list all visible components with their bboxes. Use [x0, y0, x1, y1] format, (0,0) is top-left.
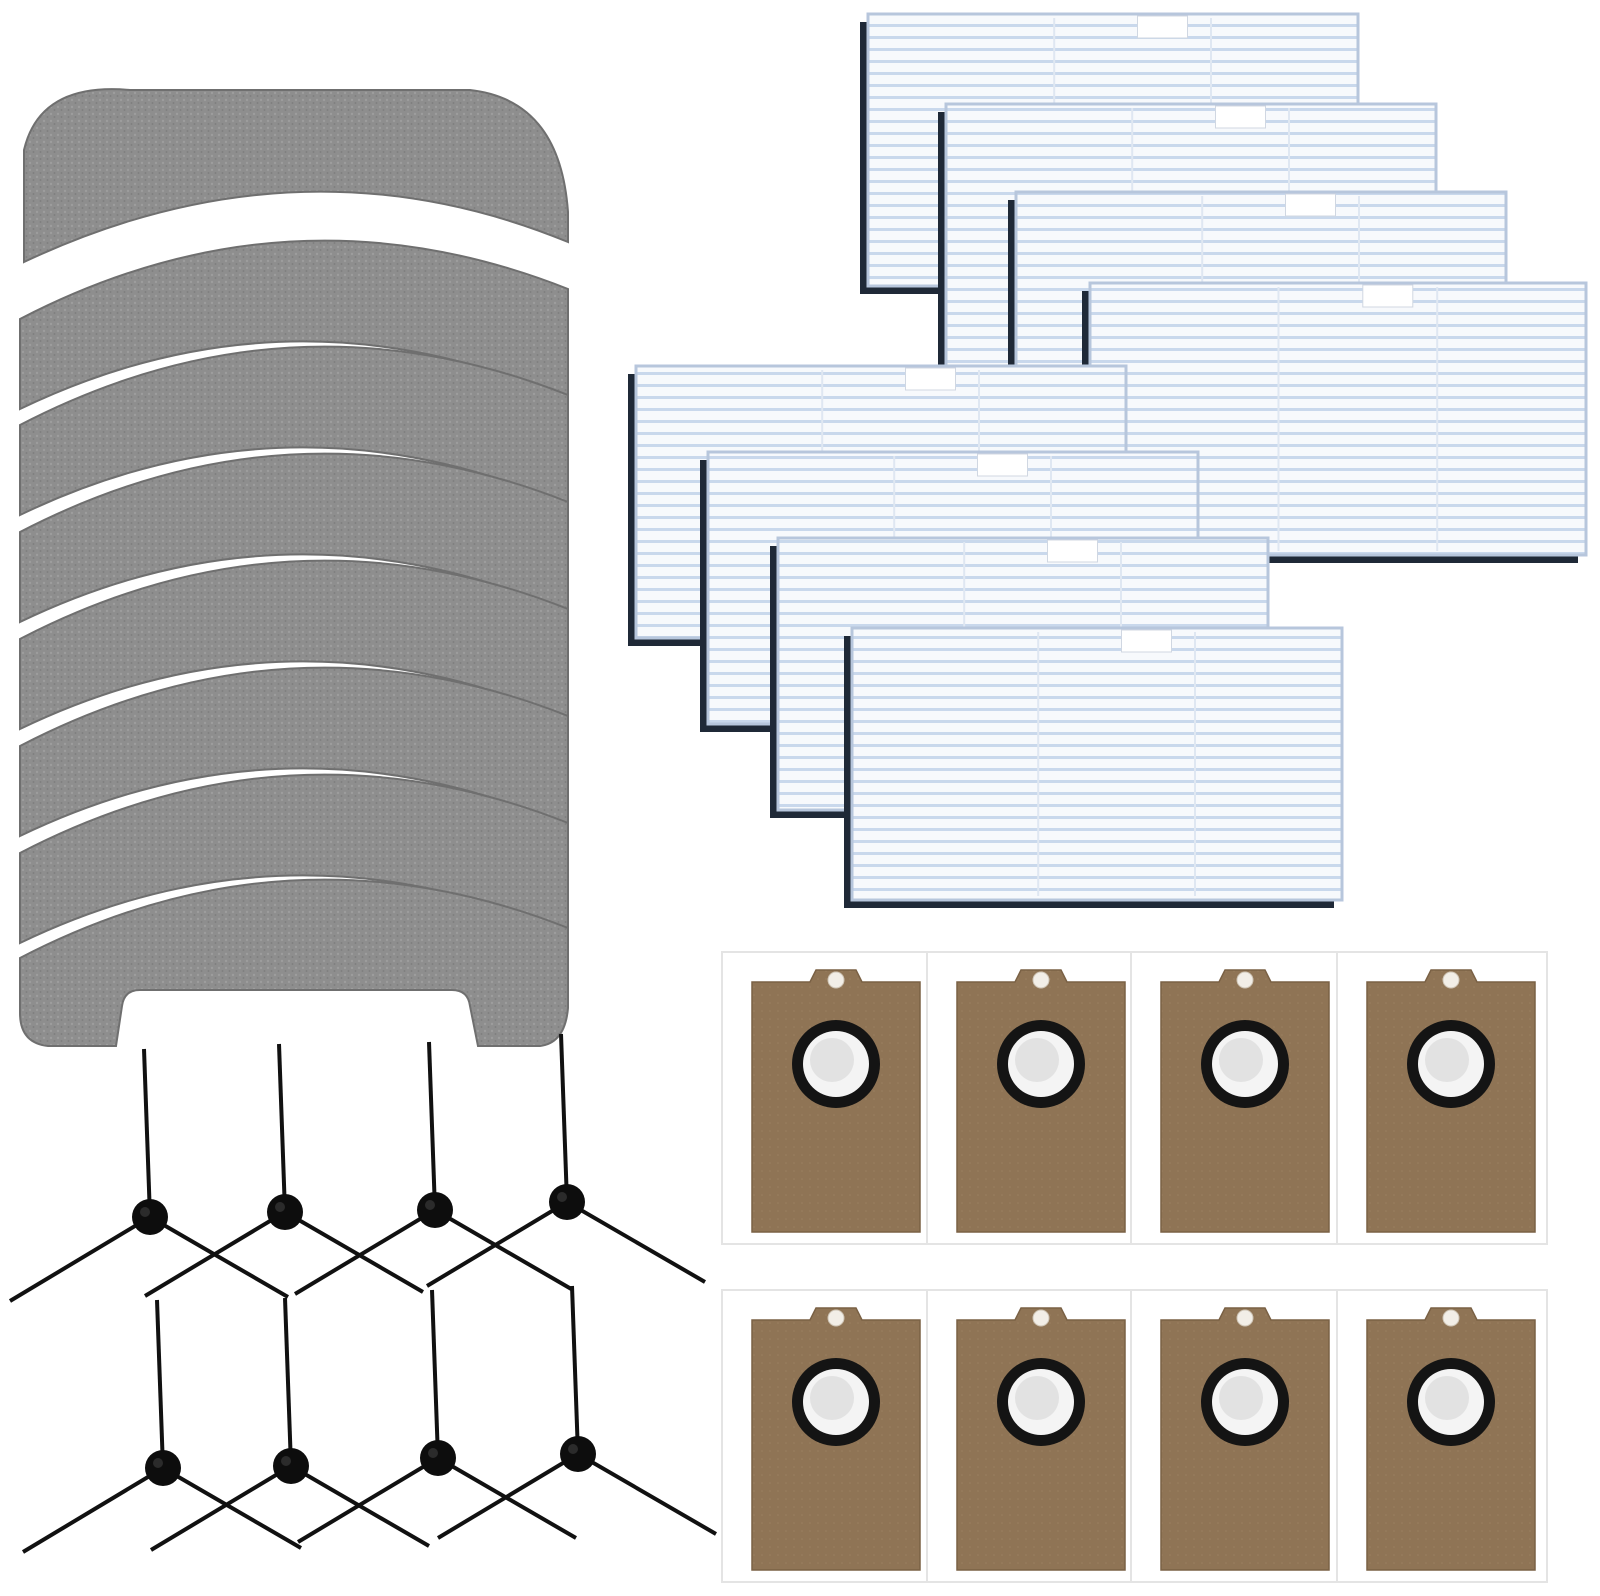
dust-bag: [1336, 951, 1548, 1245]
dust-bags-grid: [721, 951, 1548, 1583]
dust-bag: [926, 1289, 1138, 1583]
dust-bag: [1336, 1289, 1548, 1583]
mop-pads-stack: [19, 88, 569, 1047]
mop-pad: [19, 878, 569, 1047]
hepa-filter: [1082, 281, 1588, 563]
hepa-filters-group: [628, 12, 1588, 908]
side-brush: [143, 1043, 425, 1298]
dust-bag: [926, 951, 1138, 1245]
side-brush: [296, 1289, 578, 1544]
side-brushes-group: [8, 1033, 718, 1554]
side-brush: [8, 1048, 290, 1303]
dust-bag: [721, 951, 933, 1245]
dust-bag: [1130, 1289, 1342, 1583]
side-brush: [149, 1297, 431, 1552]
side-brush: [293, 1041, 575, 1296]
dust-bag: [721, 1289, 933, 1583]
mop-pad: [23, 88, 569, 264]
dust-bag: [1130, 951, 1342, 1245]
side-brush: [21, 1299, 303, 1554]
side-brush: [436, 1285, 718, 1540]
side-brush: [425, 1033, 707, 1288]
hepa-filter: [844, 626, 1344, 908]
